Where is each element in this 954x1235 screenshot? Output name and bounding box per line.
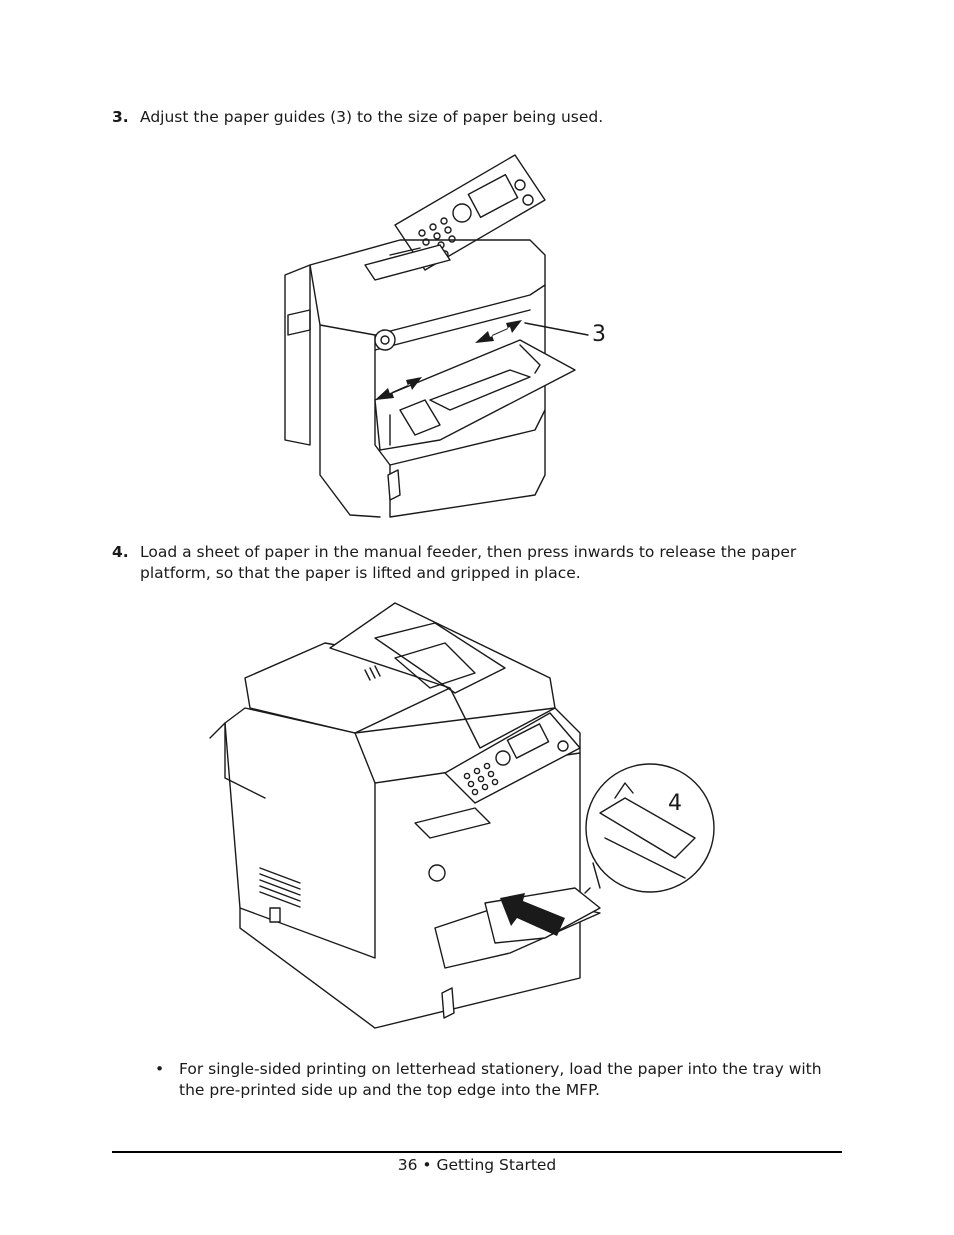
bullet-marker: • [155, 1060, 165, 1078]
callout-4-label: 4 [668, 791, 682, 816]
step-number: 3. [112, 108, 129, 126]
page-footer: 36 • Getting Started [397, 1156, 557, 1174]
step-number: 4. [112, 543, 129, 561]
step-4: 4. Load a sheet of paper in the manual f… [112, 542, 832, 584]
bullet-text: For single-sided printing on letterhead … [179, 1060, 822, 1099]
step-text: Adjust the paper guides (3) to the size … [140, 108, 604, 126]
step-text: Load a sheet of paper in the manual feed… [140, 543, 797, 582]
step-3: 3. Adjust the paper guides (3) to the si… [112, 107, 812, 128]
manual-feeder-illustration: 4 [209, 602, 715, 1029]
footer-rule [112, 1151, 842, 1153]
callout-3-label: 3 [592, 322, 606, 347]
paper-guides-illustration: 3 [284, 154, 606, 518]
letterhead-note: • For single-sided printing on letterhea… [155, 1059, 825, 1101]
